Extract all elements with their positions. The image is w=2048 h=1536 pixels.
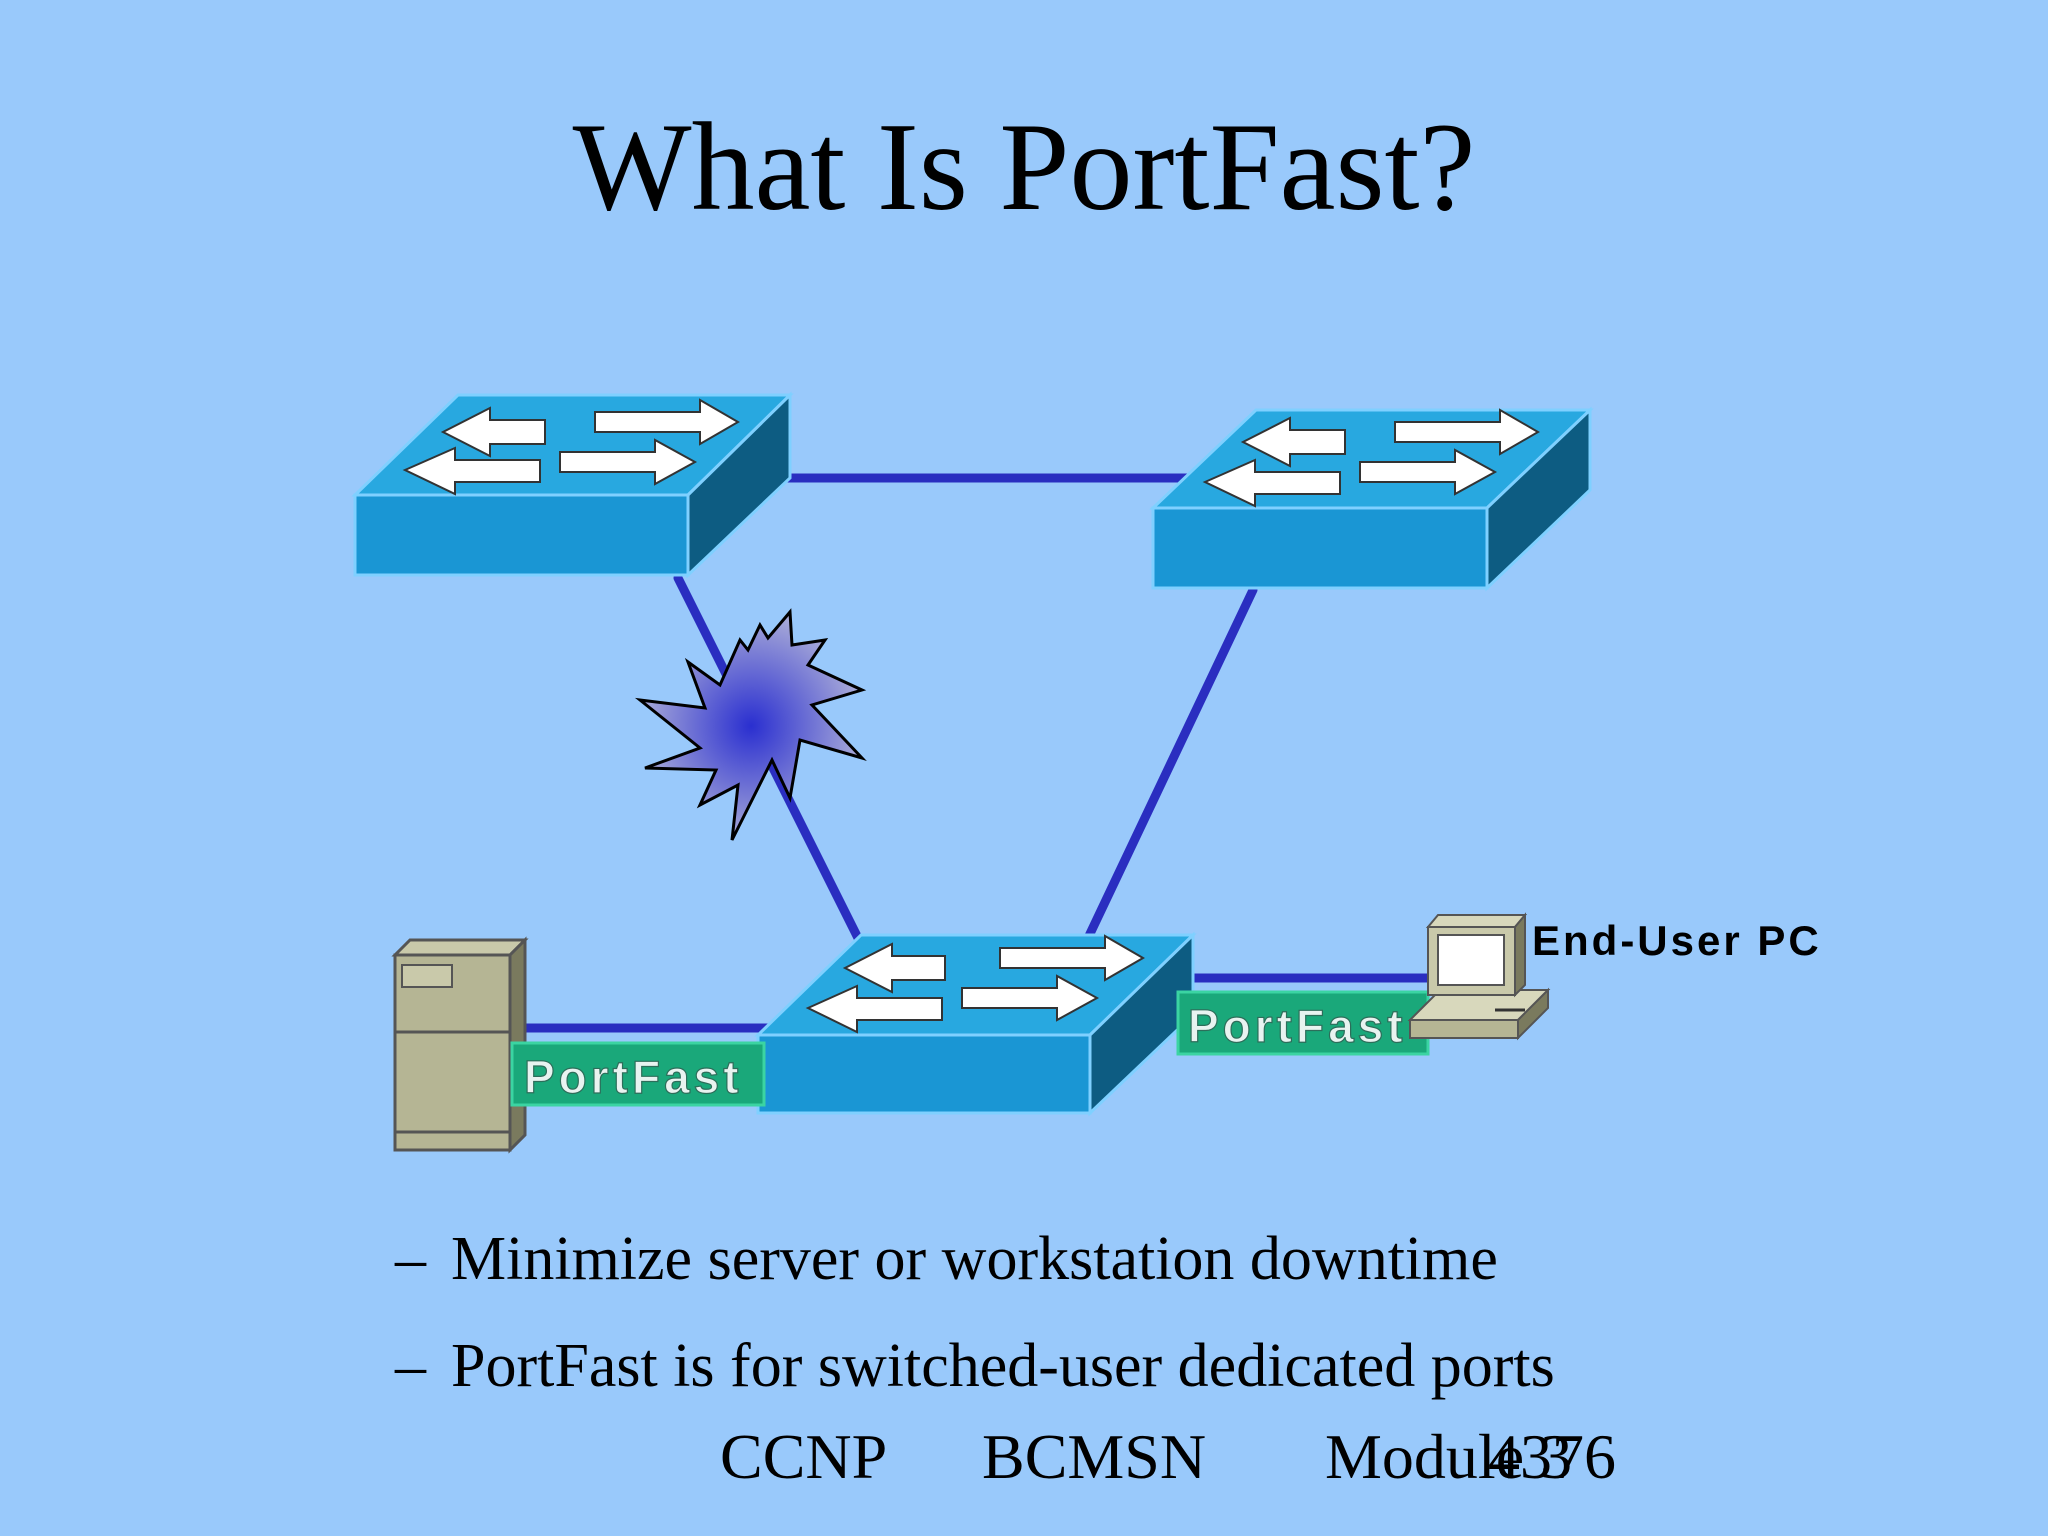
portfast-text: PortFast [1188, 1000, 1407, 1052]
switch-icon [754, 931, 1197, 1117]
footer-module: Module 3 [1325, 1421, 1573, 1492]
portfast-label-server: PortFast [510, 1041, 766, 1107]
pc-icon [1407, 912, 1551, 1041]
portfast-text: PortFast [524, 1051, 743, 1103]
switch-icon [1149, 406, 1594, 592]
server-icon [391, 936, 529, 1154]
footer-exam: BCMSN [982, 1421, 1207, 1492]
switch-icon [351, 391, 794, 579]
bullet-marker: – [395, 1225, 426, 1293]
bullet-text: PortFast is for switched-user dedicated … [451, 1332, 1555, 1400]
bullet-text: Minimize server or workstation downtime [451, 1225, 1498, 1293]
portfast-label-pc: PortFast [1176, 990, 1430, 1056]
footer-course: CCNP [720, 1421, 888, 1492]
link-right-diagonal [1083, 585, 1258, 943]
end-user-pc-label: End-User PC [1532, 917, 1822, 964]
explosion-icon [634, 608, 867, 841]
page-title: What Is PortFast? [572, 98, 1476, 237]
footer-page-number: 4376 [1488, 1421, 1616, 1492]
bullet-item: –PortFast is for switched-user dedicated… [395, 1335, 1555, 1397]
bullet-item: –Minimize server or workstation downtime [395, 1228, 1498, 1290]
bullet-marker: – [395, 1332, 426, 1400]
